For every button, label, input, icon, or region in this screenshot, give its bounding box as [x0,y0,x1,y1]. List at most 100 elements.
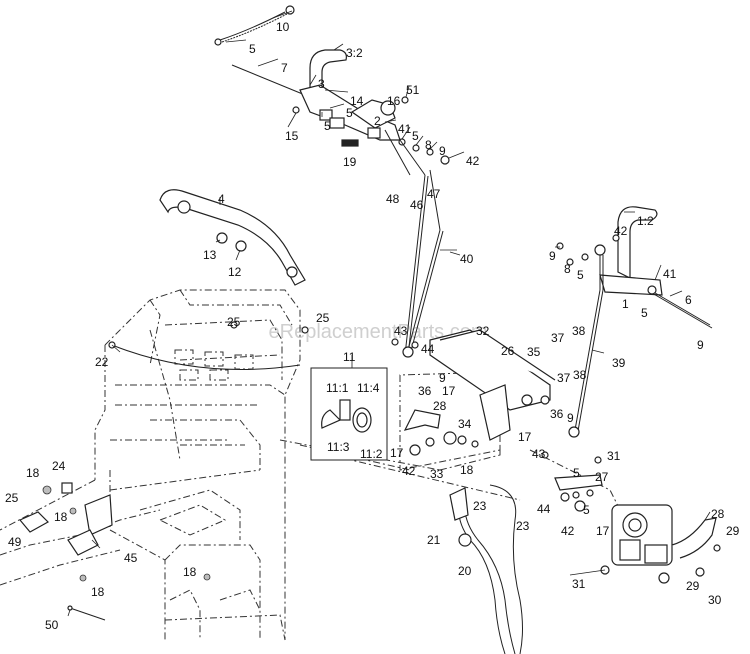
callout-c17d: 17 [596,524,610,538]
callout-c3: 3 [318,77,325,91]
callout-c29b: 29 [686,579,700,593]
callout-c38b: 38 [573,368,587,382]
callout-c25c: 25 [5,491,19,505]
callout-c1: 1 [622,297,629,311]
callout-c42b: 42 [614,224,628,238]
callout-c51: 51 [406,83,420,97]
left-side-parts [19,482,211,621]
pivot-assembly-outline [399,371,501,471]
callout-c30: 30 [708,593,722,607]
callout-c41a: 41 [398,122,412,136]
callout-c14: 14 [350,94,364,108]
callout-c36a: 36 [418,384,432,398]
callout-c24: 24 [52,459,66,473]
callout-c28b: 28 [711,507,725,521]
callout-c42d: 42 [561,524,575,538]
pivot-bracket [403,329,556,456]
callout-c28a: 28 [433,399,447,413]
left-control-lever-assembly [214,5,450,358]
callout-c5a: 5 [249,42,256,56]
callout-c9e: 9 [567,411,574,425]
callout-c42c: 42 [402,464,416,478]
callout-c40: 40 [460,252,474,266]
callout-c8a: 8 [425,138,432,152]
callout-c11-4: 11:4 [357,381,380,395]
callout-c18c: 18 [54,510,68,524]
callout-c47: 47 [427,187,441,201]
callout-c43a: 43 [394,324,408,338]
leader-lines [67,10,711,617]
callout-c16: 16 [387,94,401,108]
callout-c20: 20 [458,564,472,578]
callout-c46: 46 [410,198,424,212]
callout-c18a: 18 [460,463,474,477]
callout-c18e: 18 [91,585,105,599]
callout-c8b: 8 [564,262,571,276]
callout-c12: 12 [228,265,242,279]
detail-box-11 [310,367,388,461]
callout-c9c: 9 [697,338,704,352]
callout-c49: 49 [8,535,22,549]
callout-c50: 50 [45,618,59,632]
callout-c44b: 44 [537,502,551,516]
callout-c7: 7 [281,61,288,75]
callout-c27: 27 [595,470,609,484]
callout-c10: 10 [276,20,290,34]
callout-c39: 39 [612,356,626,370]
callout-c21: 21 [427,533,441,547]
callout-c6: 6 [685,293,692,307]
callout-c15: 15 [285,129,299,143]
callout-c42a: 42 [466,154,480,168]
callout-c25a: 25 [227,315,241,329]
callout-c5h: 5 [583,503,590,517]
bottom-cables [449,484,523,654]
watermark: eReplacementParts.com [269,321,488,343]
callout-c5d: 5 [412,129,419,143]
callout-c29a: 29 [726,524,740,538]
callout-c23b: 23 [516,519,530,533]
cable-22 [108,321,309,370]
callout-c48: 48 [386,192,400,206]
callout-c17c: 17 [390,446,404,460]
callout-c44a: 44 [421,342,435,356]
callout-c38a: 38 [572,324,586,338]
callout-c18d: 18 [183,565,197,579]
callout-c41b: 41 [663,267,677,281]
callout-c9d: 9 [439,371,446,385]
callout-c2: 2 [374,114,381,128]
right-control-lever-assembly [556,206,713,438]
callout-c4: 4 [218,192,225,206]
callout-c13: 13 [203,248,217,262]
callout-c31a: 31 [607,449,621,463]
callout-c22: 22 [95,355,109,369]
callout-c11-1: 11:1 [326,381,349,395]
callout-c11: 11 [343,350,356,364]
callout-c17a: 17 [442,384,456,398]
callout-c45: 45 [124,551,138,565]
callout-c23a: 23 [473,499,487,513]
callout-c37b: 37 [557,371,571,385]
callout-c17b: 17 [518,430,532,444]
callout-c35: 35 [527,345,541,359]
callout-c11-2: 11:2 [360,447,383,461]
callout-c33: 33 [430,467,444,481]
callout-c37a: 37 [551,331,565,345]
callout-c3-2: 3:2 [346,46,363,60]
left-handle [159,189,306,286]
callout-c5g: 5 [573,466,580,480]
pump-linkage [541,451,603,512]
callout-c5c: 5 [324,119,331,133]
callout-c18b: 18 [26,466,40,480]
callout-c5f: 5 [641,306,648,320]
callout-c11-3: 11:3 [327,440,350,454]
callout-c32: 32 [476,324,490,338]
callout-c19: 19 [343,155,357,169]
callout-c1-2: 1:2 [637,214,654,228]
hydro-pump [600,504,721,584]
callout-c5e: 5 [577,268,584,282]
callout-c36b: 36 [550,407,564,421]
callout-c43b: 43 [532,447,546,461]
callout-c31b: 31 [572,577,586,591]
